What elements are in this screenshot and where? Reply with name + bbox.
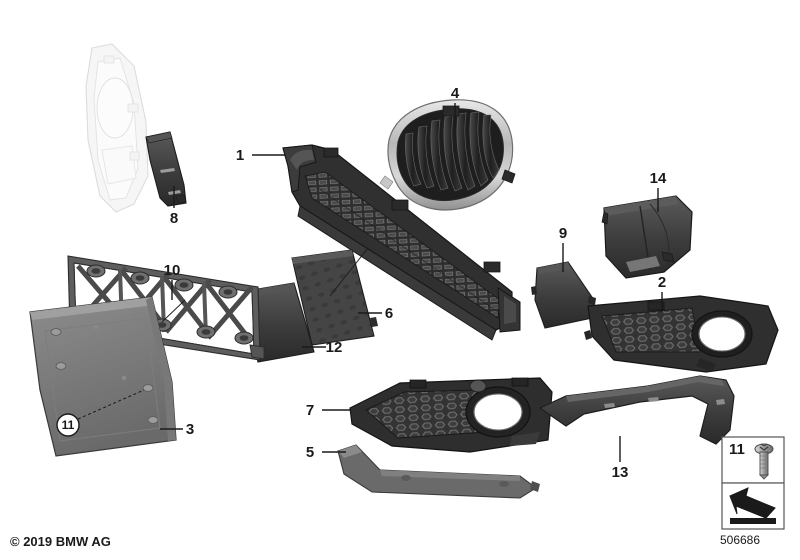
- ghost-headlight-outline: [85, 43, 149, 213]
- pointer-10-frame: [161, 299, 186, 323]
- part-5-lower-trim-strip: [337, 444, 540, 499]
- callout-label-2: 2: [657, 274, 667, 291]
- part-8-headlight-side-trim: [145, 131, 187, 207]
- copyright-notice: © 2019 BMW AG: [10, 534, 111, 549]
- part-13-fog-light-bezel-trim: [538, 375, 735, 445]
- pointer-1-mesh: [329, 247, 369, 297]
- part-6-perforated-panel: [291, 249, 378, 346]
- callout-label-10: 10: [163, 262, 181, 279]
- callout-label-6: 6: [384, 305, 394, 322]
- screw-icon: [754, 443, 774, 480]
- callout-label-3: 3: [185, 421, 195, 438]
- callout-label-4: 4: [450, 85, 460, 102]
- arrow-pointer-icon: [729, 487, 776, 524]
- legend-number: 11: [729, 441, 745, 458]
- legend-box: [721, 436, 785, 530]
- callout-label-8: 8: [169, 210, 179, 227]
- part-2-right-side-air-grille: [584, 295, 779, 373]
- callout-label-9: 9: [558, 225, 568, 242]
- callout-label-12: 12: [325, 339, 343, 356]
- callout-label-7: 7: [305, 402, 315, 419]
- callout-label-14: 14: [649, 170, 667, 187]
- part-14-air-duct: [601, 195, 693, 279]
- callout-label-13: 13: [611, 464, 629, 481]
- leader-lines: [160, 103, 663, 462]
- callout-11-circled: [56, 389, 145, 437]
- part-1-lower-center-grille: [282, 144, 521, 341]
- callout-label-11-circled: 11: [61, 418, 75, 432]
- part-7-left-side-honeycomb-grille: [349, 377, 558, 453]
- callout-label-1: 1: [235, 147, 245, 164]
- callout-label-5: 5: [305, 444, 315, 461]
- part-3-license-plate-base: [29, 296, 177, 457]
- diagram-id: 506686: [719, 533, 761, 547]
- part-4-kidney-grille: [379, 99, 516, 211]
